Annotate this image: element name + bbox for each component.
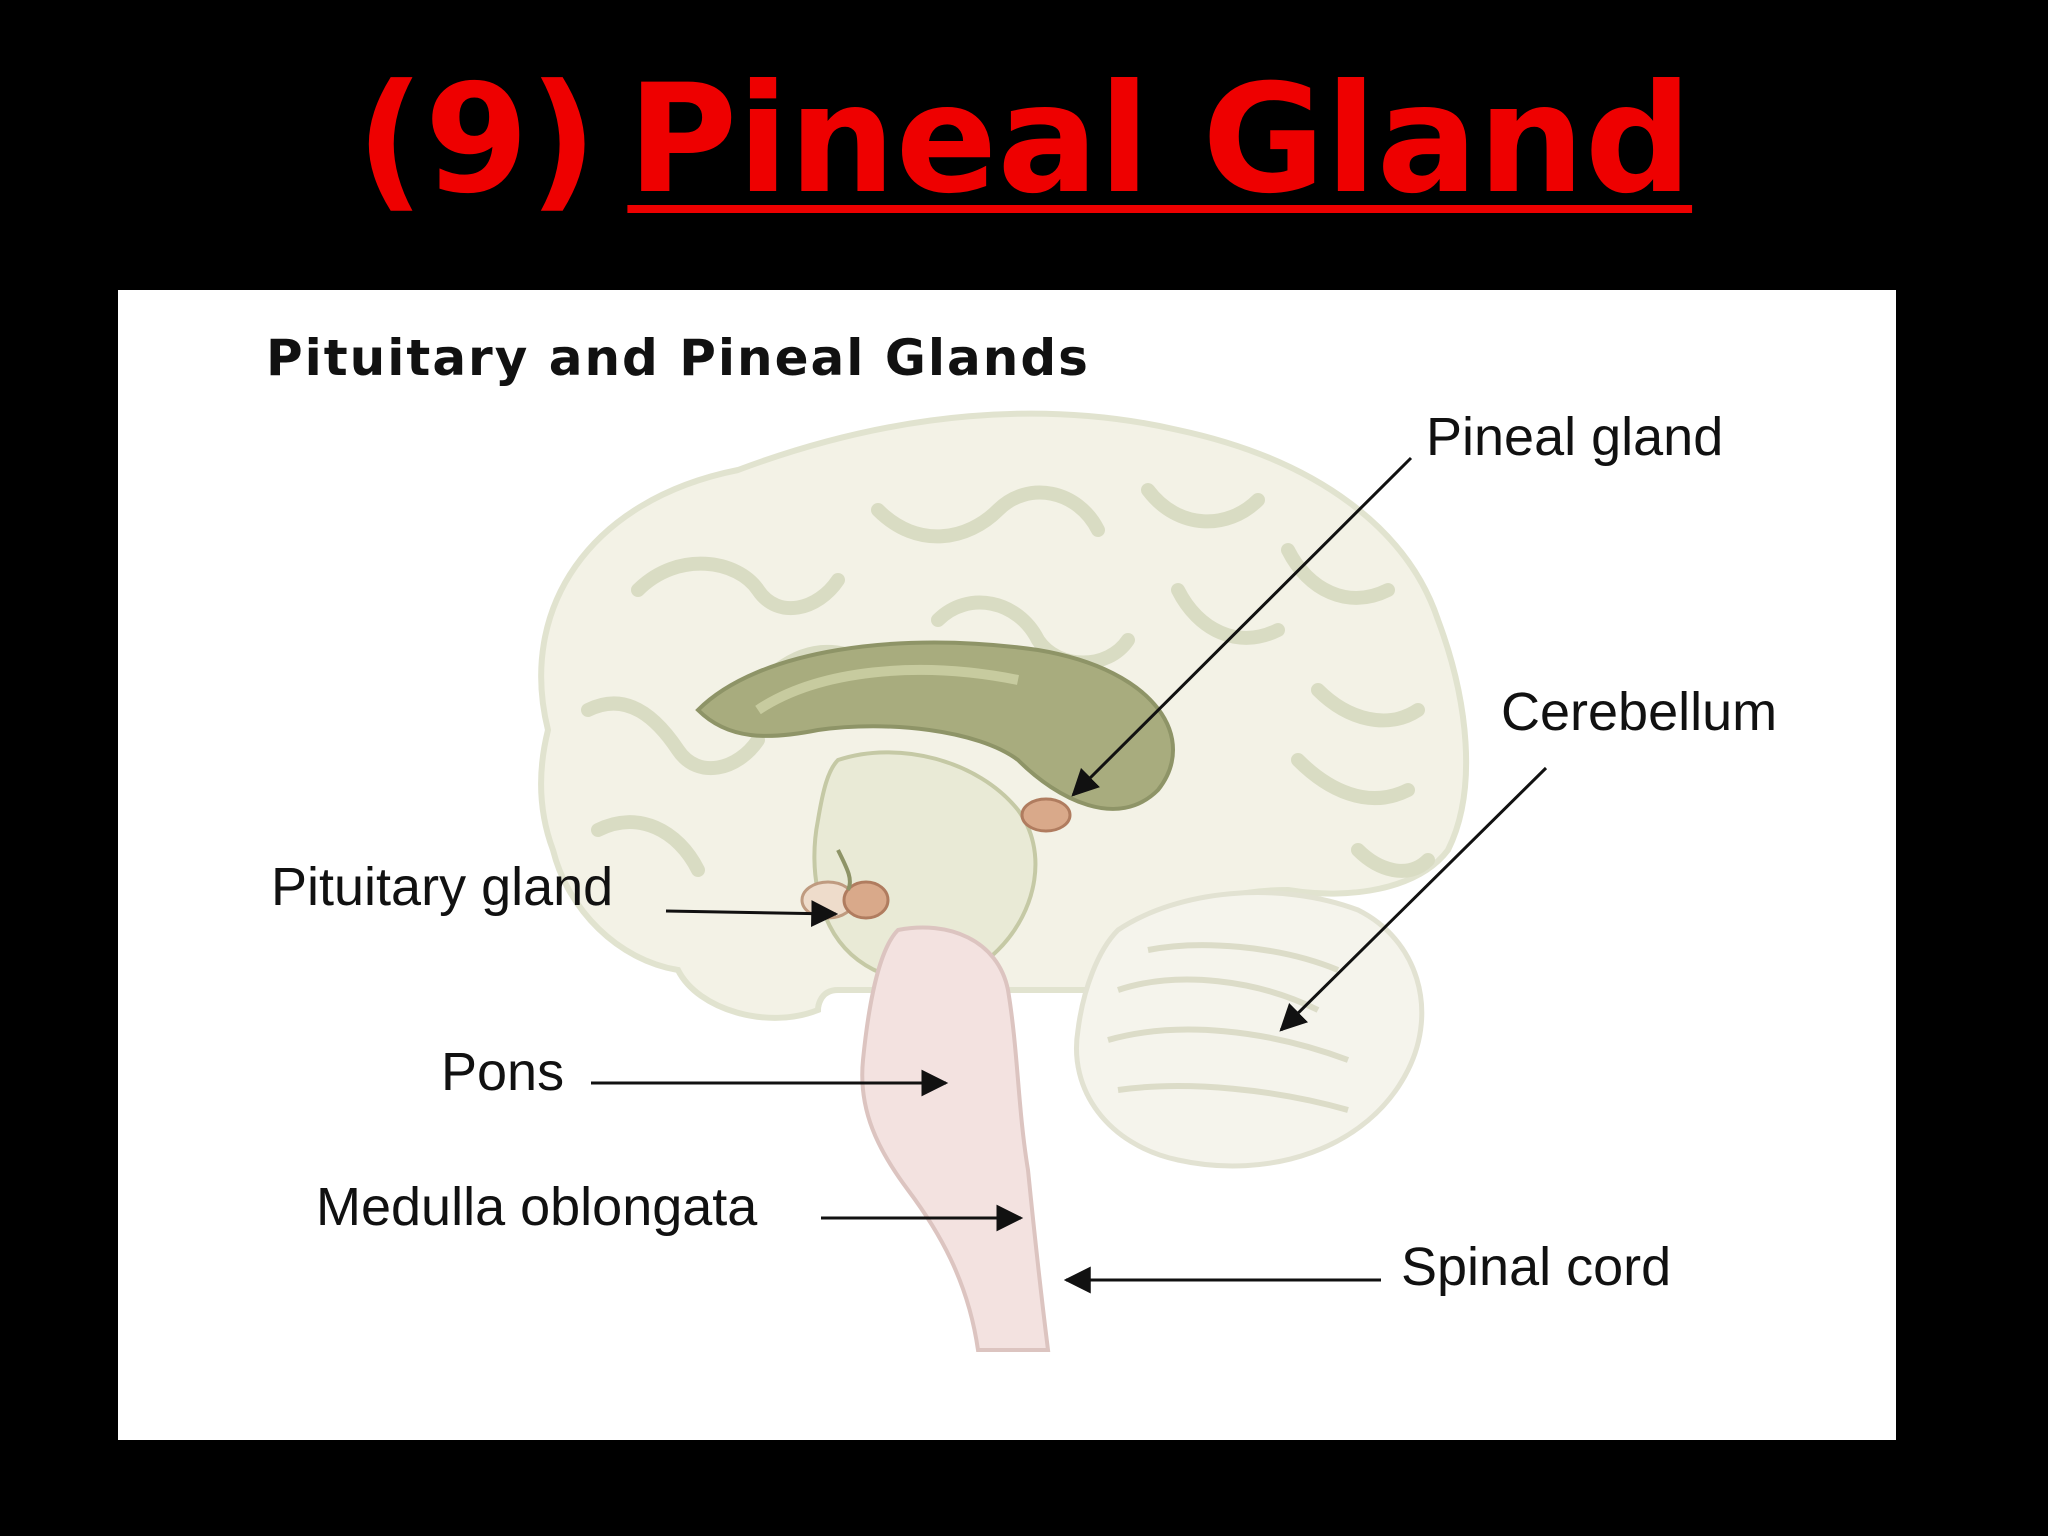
diagram-heading: Pituitary and Pineal Glands [266, 329, 1090, 387]
title-text: Pineal Gland [627, 53, 1693, 227]
cerebellum-shape [1074, 890, 1425, 1169]
title-number: (9) [355, 53, 598, 227]
cerebellum-folds [1107, 942, 1350, 1113]
corpus-callosum-highlight [755, 665, 1019, 715]
slide-title: (9)Pineal Gland [0, 50, 2048, 230]
label-medulla-oblongata: Medulla oblongata [316, 1177, 758, 1237]
arrow-pineal-gland [1071, 456, 1413, 797]
label-pineal-gland: Pineal gland [1426, 407, 1723, 467]
label-spinal-cord: Spinal cord [1401, 1237, 1671, 1297]
pineal-gland-shape [1020, 797, 1072, 833]
brainstem-shape [860, 925, 1051, 1352]
label-cerebellum: Cerebellum [1501, 682, 1777, 742]
brain-diagram: Pituitary and Pineal Glands Pineal gland… [266, 329, 1777, 1352]
label-pons: Pons [441, 1042, 564, 1102]
diagram-panel: Pituitary and Pineal Glands Pineal gland… [118, 290, 1896, 1440]
arrow-cerebellum [1279, 766, 1548, 1032]
arrow-pituitary-gland [665, 900, 839, 928]
label-pituitary-gland: Pituitary gland [271, 857, 613, 917]
cerebrum-folds [581, 483, 1435, 878]
